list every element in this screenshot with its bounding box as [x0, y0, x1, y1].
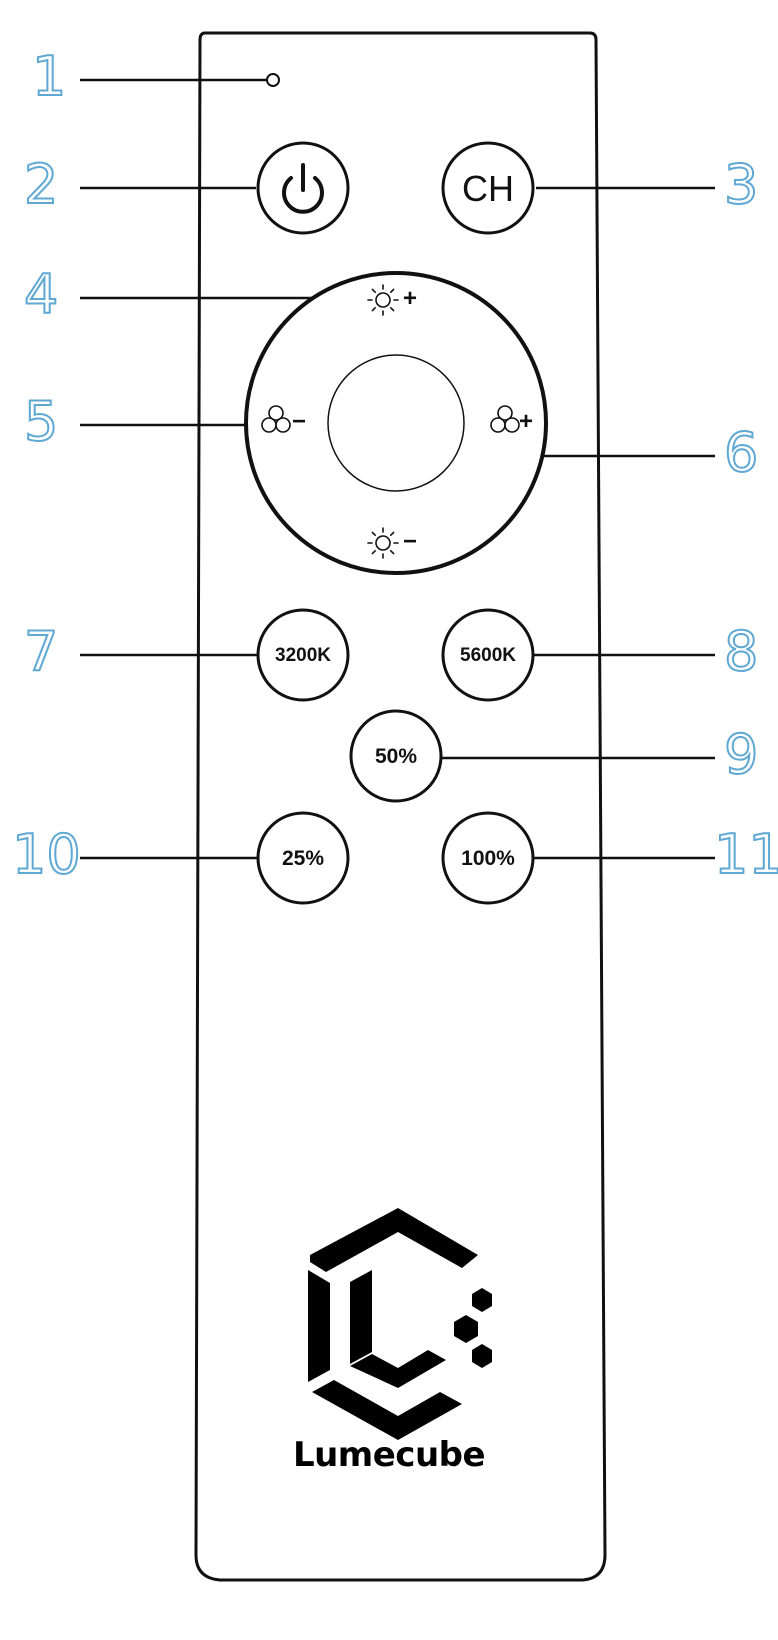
cct-5600-button[interactable] [441, 608, 535, 702]
power-100-button[interactable] [441, 811, 535, 905]
cct-5600-label: 5600K [460, 645, 516, 666]
brightness-minus-label: − [403, 528, 418, 555]
power-100-label: 100% [461, 847, 515, 870]
remote-body [194, 31, 607, 1582]
callout-9: 9 [723, 723, 759, 786]
cct-3200-label: 3200K [275, 645, 331, 666]
callout-8: 8 [723, 620, 759, 683]
callout-2: 2 [23, 153, 59, 216]
callout-3: 3 [723, 153, 759, 216]
callout-11: 11 [713, 823, 778, 886]
callout-10: 10 [11, 823, 82, 886]
callout-4: 4 [23, 263, 59, 326]
power-25-label: 25% [281, 847, 325, 870]
three-circles-icon-right [490, 405, 520, 433]
callout-1: 1 [31, 45, 67, 108]
callout-5: 5 [23, 390, 59, 453]
center-button[interactable] [327, 354, 465, 492]
cct-3200-button[interactable] [256, 608, 350, 702]
channel-button-label: CH [462, 168, 514, 209]
brightness-plus-label: + [403, 285, 418, 312]
lumecube-logo [308, 1208, 492, 1440]
three-circles-icon-left [261, 405, 291, 433]
power-25-button[interactable] [256, 811, 350, 905]
brand-wordmark: Lumecube [292, 1435, 486, 1475]
sun-icon-bottom [367, 527, 399, 559]
channel-button[interactable] [441, 141, 535, 235]
indicator-led [266, 73, 280, 87]
power-50-button[interactable] [349, 709, 443, 803]
sun-icon-top [367, 284, 399, 316]
callout-6: 6 [723, 421, 759, 484]
callout-7: 7 [23, 620, 59, 683]
color-minus-label: − [292, 408, 307, 435]
power-icon [282, 163, 324, 214]
color-plus-label: + [519, 408, 534, 435]
power-50-label: 50% [374, 745, 418, 768]
